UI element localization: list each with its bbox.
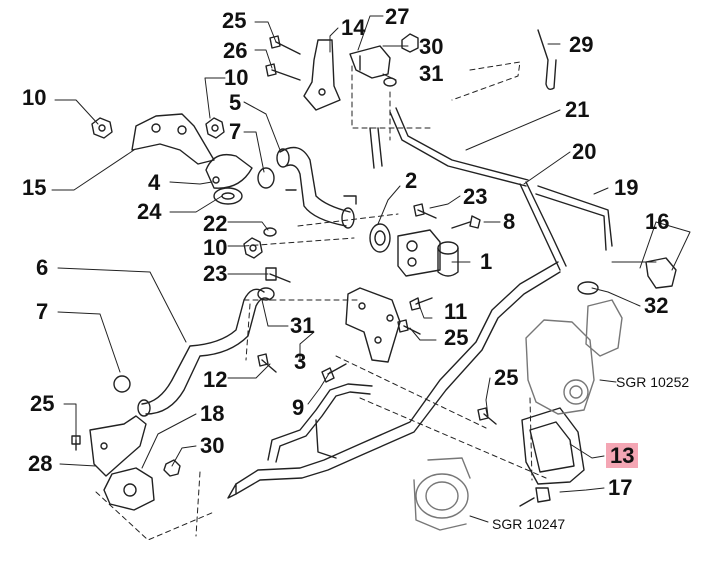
valve-1 [397, 229, 459, 277]
bolt-8 [451, 215, 481, 229]
callout-16: 16 [645, 209, 670, 234]
callout-21: 21 [565, 97, 590, 122]
callout-18: 18 [200, 401, 225, 426]
callout-6: 6 [36, 255, 49, 280]
callout-26: 26 [223, 38, 248, 63]
bolt-23b [265, 267, 291, 283]
bolt-17 [519, 487, 551, 507]
bracket-28 [89, 415, 147, 477]
callout-27: 27 [385, 4, 410, 29]
pipe-run-2 [267, 383, 373, 463]
bracket-14 [303, 39, 341, 111]
bolt-23a [413, 203, 437, 219]
nut-10a [91, 117, 113, 139]
pipe-run [227, 261, 561, 499]
callout-3: 3 [294, 349, 307, 374]
assembly-sgr-10252 [525, 299, 623, 415]
callout-25-top: 25 [222, 8, 247, 33]
callout-5: 5 [229, 90, 242, 115]
callout-10-mid: 10 [203, 235, 228, 260]
callout-4: 4 [148, 170, 161, 195]
nut-10c [243, 237, 263, 259]
callout-10-left: 10 [22, 85, 47, 110]
ring-22 [263, 227, 277, 237]
callout-7-top: 7 [229, 119, 242, 144]
bracket-3 [345, 287, 401, 363]
callout-8: 8 [503, 209, 516, 234]
callout-13-highlight: 13 [606, 443, 639, 468]
dashed-lines [95, 61, 547, 541]
callout-31-mid: 31 [290, 313, 315, 338]
callout-14: 14 [341, 15, 366, 40]
pipe-21 [369, 107, 529, 187]
callout-30-left: 30 [200, 433, 225, 458]
flange-4 [205, 153, 253, 189]
pipe-5 [276, 146, 357, 229]
valve-18 [103, 467, 155, 511]
bolt-25-left [71, 435, 81, 451]
callout-10-top: 10 [224, 65, 249, 90]
callout-24: 24 [137, 199, 162, 224]
bracket-16 [645, 257, 677, 289]
pipe-20 [519, 181, 567, 271]
callout-30-top: 30 [419, 34, 444, 59]
bolt-25-right [477, 407, 497, 425]
sensor-27 [349, 45, 391, 79]
leader-lines [51, 15, 691, 523]
gasket-24 [213, 187, 243, 205]
callout-25-right: 25 [494, 365, 519, 390]
bolt-25-mid [397, 319, 421, 335]
gasket-2 [369, 223, 391, 253]
ring-31 [383, 77, 397, 87]
callout-11: 11 [444, 299, 468, 324]
callout-23-left: 23 [203, 261, 228, 286]
bolt-9 [321, 363, 347, 383]
bolt-26 [265, 63, 301, 81]
clamp-32 [577, 281, 599, 295]
hose-6 [137, 287, 275, 417]
callout-15: 15 [22, 175, 47, 200]
callout-7-left: 7 [36, 299, 49, 324]
reference-sgr-10247: SGR 10247 [492, 516, 566, 532]
callout-13: 13 [606, 443, 639, 468]
callout-20: 20 [572, 139, 597, 164]
callout-9: 9 [292, 395, 305, 420]
callout-12: 12 [203, 367, 228, 392]
callout-19: 19 [614, 175, 639, 200]
callout-29: 29 [569, 32, 594, 57]
callout-23-right: 23 [463, 184, 488, 209]
nut-10b [205, 117, 225, 139]
callout-17: 17 [608, 475, 633, 500]
callout-1: 1 [480, 249, 493, 274]
callout-25-left: 25 [30, 391, 55, 416]
callout-25-mid: 25 [444, 325, 469, 350]
pin-12 [257, 353, 277, 373]
bolt-25-top [269, 35, 301, 55]
assembly-sgr-10247 [413, 457, 471, 531]
nut-30b [163, 459, 181, 477]
bolt-11 [409, 297, 433, 311]
cover-13 [521, 407, 585, 485]
ring-7 [257, 167, 275, 189]
pipe-19 [535, 185, 613, 251]
callout-31-top: 31 [419, 61, 444, 86]
ring-7b [113, 375, 131, 393]
callout-2: 2 [405, 168, 418, 193]
bracket-15 [131, 113, 215, 165]
callout-28: 28 [28, 451, 53, 476]
nut-30 [401, 33, 419, 53]
reference-sgr-10252: SGR 10252 [616, 374, 690, 390]
callout-32: 32 [644, 293, 669, 318]
callout-22: 22 [203, 211, 228, 236]
clip-29 [537, 29, 557, 91]
